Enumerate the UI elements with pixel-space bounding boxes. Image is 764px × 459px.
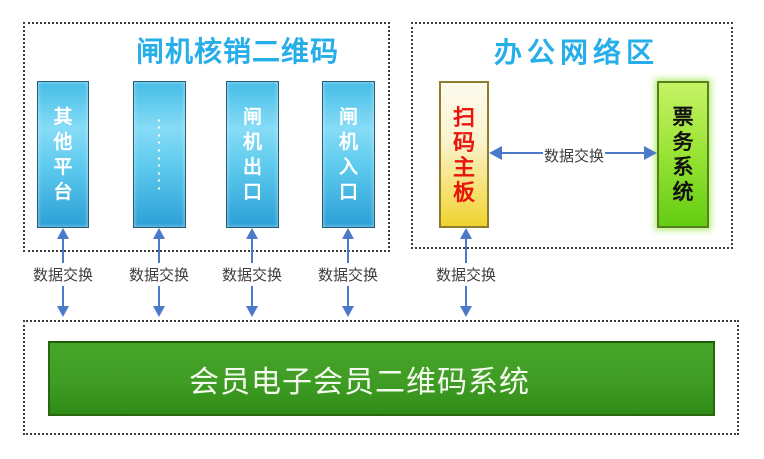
arrow-down-head-icon bbox=[246, 306, 258, 317]
office-zone-title: 办公网络区 bbox=[494, 37, 660, 68]
arrow-down-head-icon bbox=[342, 306, 354, 317]
arrow-down-head-icon bbox=[153, 306, 165, 317]
node-gate-exit-label: 闸机出口 bbox=[242, 106, 262, 203]
gate-zone-title: 闸机核销二维码 bbox=[136, 36, 340, 67]
node-other-platform-label: 其他平台 bbox=[53, 106, 73, 203]
data-exchange-label-horizontal: 数据交换 bbox=[543, 144, 605, 167]
node-ticket-system: 票务系统 bbox=[657, 81, 709, 228]
member-qr-system-label: 会员电子会员二维码系统 bbox=[189, 365, 530, 399]
gate-verification-zone bbox=[23, 22, 390, 252]
node-gate-entrance: 闸机入口 bbox=[322, 81, 375, 228]
arrow-right-head-icon bbox=[644, 146, 657, 160]
data-exchange-label-5: 数据交换 bbox=[433, 263, 499, 286]
arrow-down-head-icon bbox=[57, 306, 69, 317]
node-ticket-system-label: 票务系统 bbox=[672, 105, 694, 204]
member-system-zone bbox=[23, 320, 739, 435]
arrow-down-head-icon bbox=[460, 306, 472, 317]
arrow-up-head-icon bbox=[246, 228, 258, 239]
office-network-zone bbox=[411, 22, 733, 249]
arrow-up-head-icon bbox=[460, 228, 472, 239]
data-exchange-label-3: 数据交换 bbox=[219, 263, 285, 286]
arrow-up-head-icon bbox=[57, 228, 69, 239]
arrow-left-head-icon bbox=[489, 146, 502, 160]
node-more-platforms-ellipsis: ·········· bbox=[133, 81, 186, 228]
node-scan-mainboard: 扫码主板 bbox=[439, 81, 489, 228]
member-qr-system-box: 会员电子会员二维码系统 bbox=[48, 341, 715, 416]
node-gate-entrance-label: 闸机入口 bbox=[338, 106, 358, 203]
node-scan-mainboard-label: 扫码主板 bbox=[452, 104, 475, 205]
arrow-up-head-icon bbox=[342, 228, 354, 239]
data-exchange-label-4: 数据交换 bbox=[315, 263, 381, 286]
arrow-up-head-icon bbox=[153, 228, 165, 239]
vertical-ellipsis-dots: ·········· bbox=[157, 111, 162, 196]
data-exchange-label-2: 数据交换 bbox=[126, 263, 192, 286]
data-exchange-label-1: 数据交换 bbox=[30, 263, 96, 286]
node-other-platform: 其他平台 bbox=[37, 81, 89, 228]
node-gate-exit: 闸机出口 bbox=[226, 81, 279, 228]
